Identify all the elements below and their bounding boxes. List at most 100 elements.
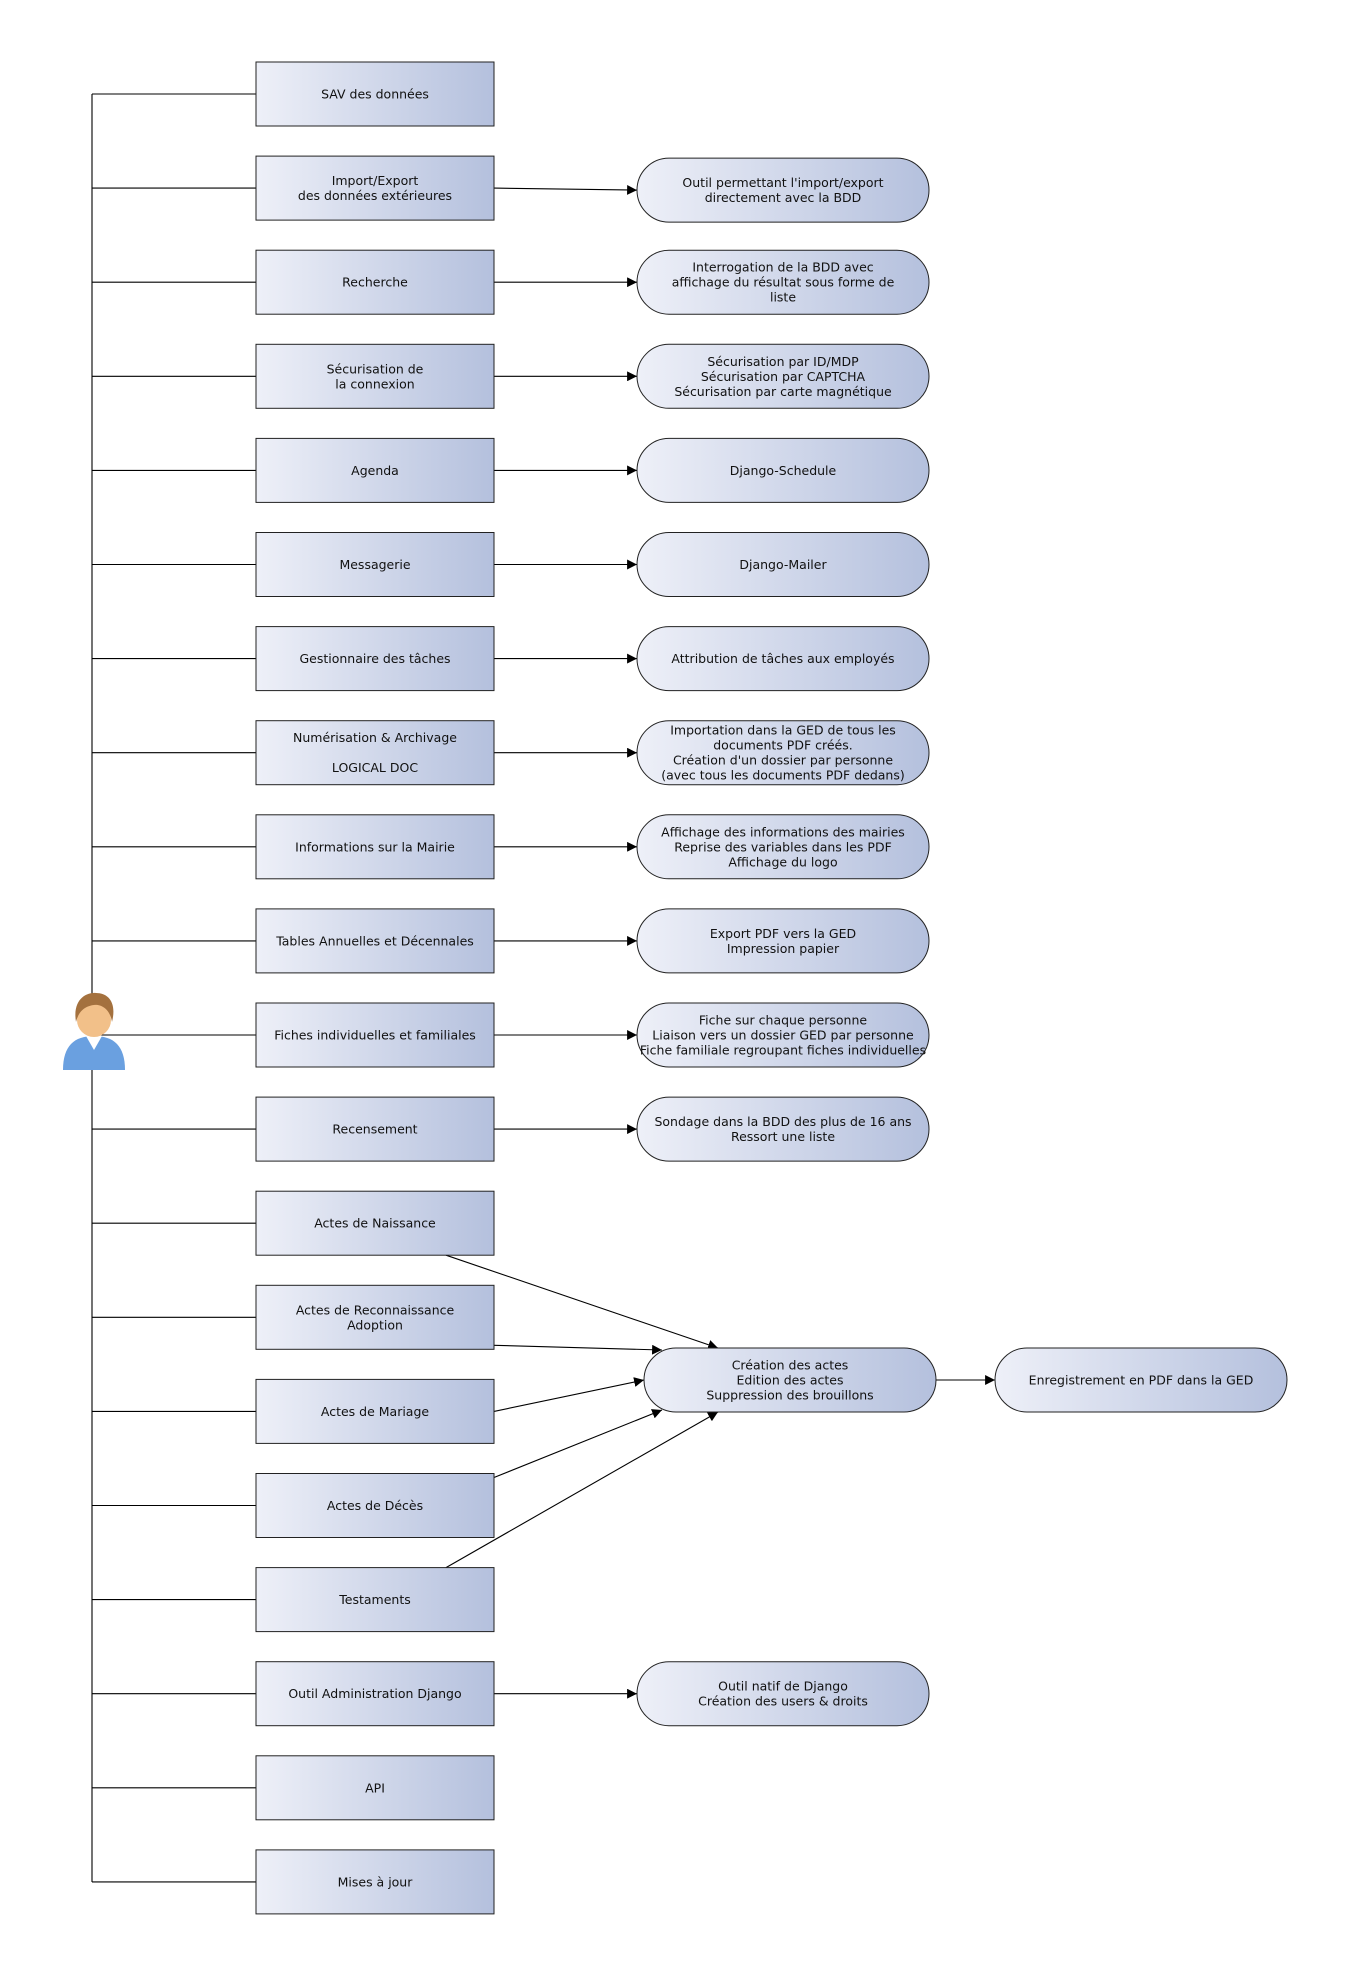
feature-box[interactable] [255, 908, 495, 974]
detail-label-line: Impression papier [727, 941, 840, 956]
feature-label: Gestionnaire des tâches [299, 651, 450, 666]
feature-box[interactable] [255, 343, 495, 409]
detail-label-line: liste [770, 290, 796, 305]
feature-box[interactable] [255, 249, 495, 315]
detail-label-line: Fiche familiale regroupant fiches indivi… [640, 1043, 926, 1058]
detail-label-line: directement avec la BDD [705, 190, 862, 205]
feature-box[interactable] [255, 437, 495, 503]
feature-label-line: Tables Annuelles et Décennales [275, 933, 474, 948]
detail-node[interactable] [636, 626, 930, 692]
feature-label: SAV des données [321, 87, 429, 102]
actes-arrow-line [493, 1377, 645, 1412]
feature-label-line: Actes de Reconnaissance [296, 1302, 455, 1317]
detail-label-line: Sondage dans la BDD des plus de 16 ans [654, 1114, 911, 1129]
feature-label-line: Agenda [351, 463, 399, 478]
detail-node[interactable] [636, 1661, 930, 1727]
detail-label-line: Reprise des variables dans les PDF [674, 839, 892, 854]
detail-label-line: Outil natif de Django [718, 1679, 848, 1694]
feature-label-line: des données extérieures [298, 188, 452, 203]
detail-label-line: Sécurisation par ID/MDP [707, 354, 859, 369]
detail-label-line: Ressort une liste [731, 1129, 835, 1144]
feature-box[interactable] [255, 1661, 495, 1727]
feature-label: Recensement [332, 1122, 417, 1137]
detail-label-line: affichage du résultat sous forme de [672, 275, 895, 290]
feature-label-line: Recherche [342, 275, 408, 290]
feature-box[interactable] [255, 155, 495, 221]
detail-node[interactable] [636, 157, 930, 223]
detail-label-line: Django-Mailer [739, 557, 827, 572]
feature-box[interactable] [255, 1849, 495, 1915]
detail-node[interactable] [636, 720, 930, 786]
ged-output-node[interactable] [994, 1347, 1288, 1413]
ged-output-label-line: Enregistrement en PDF dans la GED [1029, 1373, 1254, 1388]
feature-box[interactable] [255, 532, 495, 597]
detail-label-line: documents PDF créés. [713, 738, 852, 753]
actes-process-label-line: Edition des actes [737, 1373, 844, 1388]
avatar-collar [86, 1036, 102, 1050]
detail-label-line: Interrogation de la BDD avec [692, 260, 873, 275]
feature-label: Informations sur la Mairie [295, 839, 455, 854]
feature-label: Messagerie [339, 557, 410, 572]
detail-label-line: Affichage des informations des mairies [661, 824, 905, 839]
feature-label-line: LOGICAL DOC [332, 760, 418, 775]
feature-box[interactable] [255, 1190, 495, 1256]
feature-box[interactable] [255, 626, 495, 692]
feature-label-line: Informations sur la Mairie [295, 839, 455, 854]
detail-label-line: Django-Schedule [730, 463, 837, 478]
avatar-hair [75, 992, 114, 1022]
detail-node[interactable] [636, 532, 930, 597]
detail-node[interactable] [636, 249, 930, 315]
feature-label: Actes de Mariage [321, 1404, 430, 1419]
feature-box[interactable] [255, 720, 495, 786]
feature-label-line: Outil Administration Django [288, 1686, 461, 1701]
detail-label-line: Sécurisation par CAPTCHA [701, 369, 866, 384]
feature-box[interactable] [255, 1473, 495, 1538]
detail-node[interactable] [636, 343, 930, 409]
feature-label-line: Numérisation & Archivage [293, 730, 457, 745]
detail-node[interactable] [636, 814, 930, 880]
user-icon [63, 992, 125, 1070]
feature-label: Fiches individuelles et familiales [274, 1028, 476, 1043]
feature-label-line: API [365, 1780, 385, 1795]
detail-node[interactable] [636, 908, 930, 974]
feature-label: Actes de Décès [327, 1498, 423, 1513]
detail-node[interactable] [636, 1002, 930, 1068]
feature-box[interactable] [255, 814, 495, 880]
feature-box[interactable] [255, 1755, 495, 1821]
feature-label-line: Recensement [332, 1122, 417, 1137]
detail-label-line: Attribution de tâches aux employés [671, 651, 894, 666]
detail-label-line: Liaison vers un dossier GED par personne [652, 1028, 914, 1043]
feature-box[interactable] [255, 61, 495, 127]
feature-label-line: Adoption [347, 1317, 403, 1332]
detail-node[interactable] [636, 437, 930, 503]
detail-label-line: Affichage du logo [728, 854, 837, 869]
feature-label: Actes de Naissance [314, 1216, 436, 1231]
detail-node[interactable] [636, 1096, 930, 1162]
actes-arrow-line [445, 1254, 719, 1350]
detail-label-line: Importation dans la GED de tous les [670, 723, 896, 738]
feature-label: Testaments [338, 1592, 410, 1607]
detail-label-line: Création d'un dossier par personne [673, 753, 893, 768]
feature-box[interactable] [255, 1378, 495, 1444]
feature-box[interactable] [255, 1002, 495, 1068]
feature-label-line: Gestionnaire des tâches [299, 651, 450, 666]
avatar-head [77, 1003, 111, 1037]
detail-label-line: Création des users & droits [698, 1694, 868, 1709]
detail-label: Attribution de tâches aux employés [671, 651, 894, 666]
feature-label-line: Fiches individuelles et familiales [274, 1028, 476, 1043]
feature-box[interactable] [255, 1567, 495, 1633]
feature-label-line: Actes de Mariage [321, 1404, 430, 1419]
detail-label-line: Fiche sur chaque personne [699, 1013, 868, 1028]
actes-process-node[interactable] [643, 1347, 937, 1413]
feature-box[interactable] [255, 1096, 495, 1162]
detail-label-line: Export PDF vers la GED [710, 926, 856, 941]
feature-box[interactable] [255, 1284, 495, 1350]
feature-label-line: Sécurisation de [327, 361, 424, 376]
